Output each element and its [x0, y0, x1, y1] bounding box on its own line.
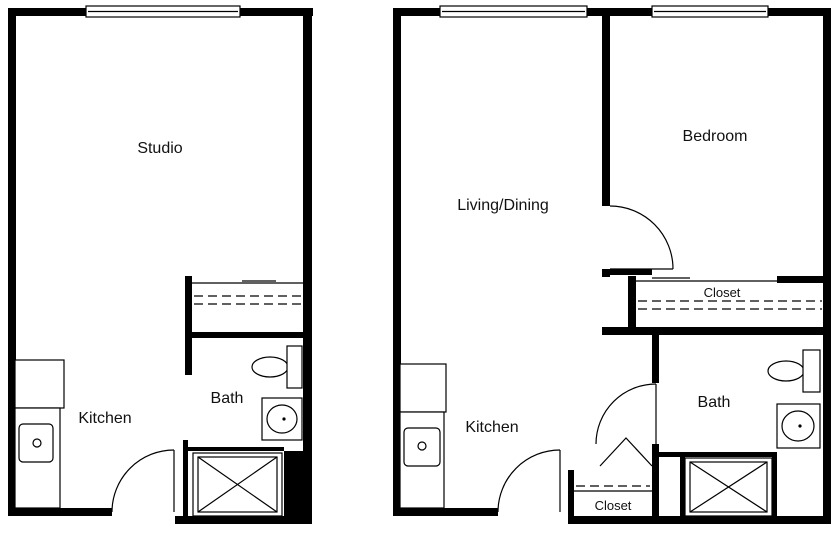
bedroom-left-wall	[602, 16, 610, 206]
bath-label: Bath	[698, 394, 731, 411]
plan2-left-wall	[393, 8, 401, 516]
bath-toilet-bowl	[767, 360, 805, 382]
studio-plan: Studio Kitchen Bath	[8, 5, 313, 524]
plan2-bottom-wall-right	[568, 516, 831, 524]
bath-toilet-tank	[802, 349, 821, 393]
bedroom-closet-label: Closet	[704, 285, 741, 300]
studio-left-wall	[8, 8, 16, 516]
studio-bottom-wall-left	[8, 508, 112, 516]
bedroom-label: Bedroom	[683, 128, 748, 145]
studio-right-wall	[303, 8, 312, 524]
entry-closet-bifold	[599, 437, 653, 467]
plan2-right-wall	[823, 8, 831, 524]
studio-kitchen-label: Kitchen	[78, 410, 131, 427]
studio-bottom-wall-right	[175, 516, 312, 524]
studio-bath-top-wall	[185, 332, 303, 338]
one-bedroom-plan: Living/Dining Bedroom Closet Kitchen Bat…	[393, 5, 831, 524]
entry-closet-left-wall	[568, 470, 574, 516]
studio-entry-door-swing	[111, 449, 175, 513]
bedroom-closet-left-wall	[628, 276, 636, 333]
living-dining-label: Living/Dining	[457, 197, 549, 214]
kitchen-counter	[399, 363, 447, 413]
studio-toilet-bowl	[251, 356, 289, 378]
bath-door-swing	[595, 383, 657, 445]
kitchen-label: Kitchen	[465, 419, 518, 436]
studio-closet-wall	[185, 276, 192, 332]
studio-toilet-tank	[286, 345, 303, 389]
entry-closet-label: Closet	[595, 498, 632, 513]
bedroom-closet-bottom-wall	[602, 327, 823, 335]
studio-bath-label: Bath	[211, 390, 244, 407]
plan2-bottom-wall-left	[393, 508, 498, 516]
bath-left-wall	[652, 335, 659, 383]
studio-shower-wall	[284, 451, 304, 521]
plan2-top-wall	[393, 8, 831, 16]
bedroom-door-swing	[609, 205, 674, 270]
studio-bath-left-wall	[185, 338, 192, 375]
studio-kitchen-counter	[14, 359, 65, 409]
studio-label: Studio	[137, 140, 182, 157]
entry-door-swing	[497, 449, 561, 513]
